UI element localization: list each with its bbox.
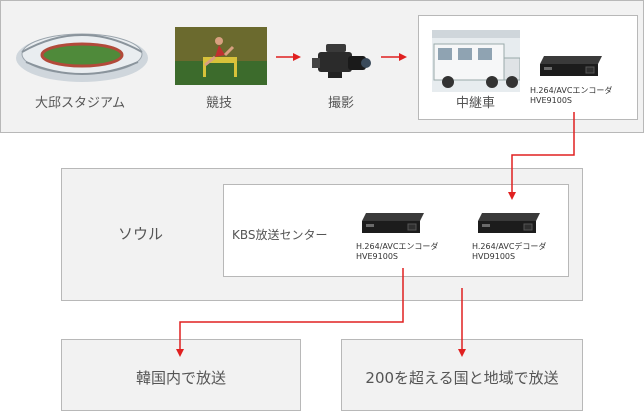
seoul-label: ソウル bbox=[118, 225, 164, 243]
filming-label: 撮影 bbox=[328, 96, 355, 111]
stadium-image bbox=[12, 22, 152, 84]
encoder-device-1 bbox=[540, 56, 602, 78]
ob-van-image bbox=[432, 30, 520, 92]
arrow-to-domestic bbox=[176, 268, 404, 357]
international-label: 200を超える国と地域で放送 bbox=[365, 369, 559, 387]
encoder-model-2: HVE9100S bbox=[356, 252, 398, 261]
arrow-encoder-to-decoder bbox=[508, 112, 575, 200]
domestic-label: 韓国内で放送 bbox=[135, 369, 226, 387]
ob-van-label: 中継車 bbox=[456, 96, 496, 111]
decoder-model: HVD9100S bbox=[472, 252, 516, 261]
competition-image bbox=[175, 27, 267, 85]
encoder-label-1: H.264/AVCエンコーダ bbox=[530, 86, 613, 95]
stadium-label: 大邱スタジアム bbox=[35, 96, 126, 111]
camera-image bbox=[308, 38, 372, 84]
kbs-label: KBS放送センター bbox=[232, 228, 328, 242]
encoder-device-2 bbox=[362, 213, 424, 235]
encoder-model-1: HVE9100S bbox=[530, 96, 572, 105]
competition-label: 競技 bbox=[206, 96, 233, 111]
decoder-device bbox=[478, 213, 540, 235]
encoder-label-2: H.264/AVCエンコーダ bbox=[356, 242, 439, 251]
decoder-label: H.264/AVCデコーダ bbox=[472, 242, 547, 251]
